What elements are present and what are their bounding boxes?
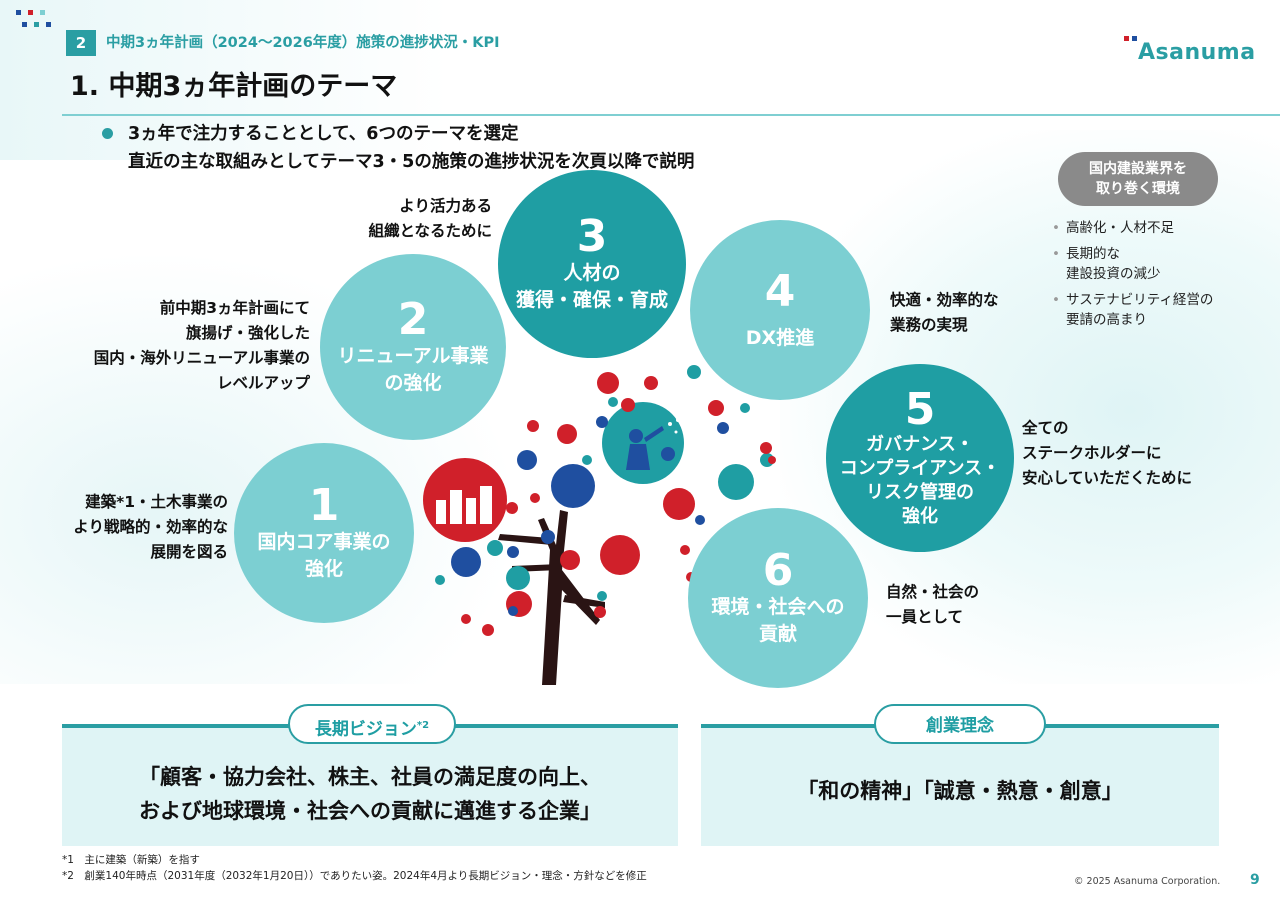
note-line: 全ての <box>1022 419 1069 437</box>
theme-number: 5 <box>904 384 936 435</box>
environment-badge-line-1: 国内建設業界を <box>1089 161 1187 177</box>
intro-line-1: 3ヵ年で注力することとして、6つのテーマを選定 <box>128 124 519 144</box>
theme-label: DX推進 <box>745 326 815 349</box>
theme-circle-3: 3 人材の 獲得・確保・育成 <box>498 170 686 358</box>
environment-item: • 高齢化・人材不足 <box>1052 218 1174 238</box>
environment-item-text: サステナビリティ経営の <box>1065 292 1214 308</box>
note-line: 快適・効率的な <box>890 291 999 309</box>
theme-3-note: より活力ある 組織となるために <box>368 194 492 244</box>
child-icon <box>602 402 684 484</box>
theme-number: 1 <box>308 480 340 531</box>
note-line: 展開を図る <box>150 543 228 561</box>
theme-number: 3 <box>576 211 608 262</box>
philosophy-text: 「和の精神」「誠意・熱意・創意」 <box>797 779 1123 803</box>
theme-circle-6: 6 環境・社会への 貢献 <box>688 508 868 688</box>
logo-mark-icon <box>1124 36 1137 41</box>
bullet-icon <box>102 128 113 139</box>
note-line: 国内・海外リニューアル事業の <box>93 349 310 367</box>
theme-number: 2 <box>397 294 429 345</box>
vision-panel <box>62 728 678 846</box>
bullet-icon: • <box>1052 246 1060 262</box>
note-line: 業務の実現 <box>890 316 968 334</box>
note-line: 旗揚げ・強化した <box>185 324 310 342</box>
section-title: 中期3ヵ年計画（2024～2026年度）施策の進捗状況・KPI <box>106 35 500 51</box>
theme-label: ガバナンス・ <box>866 434 974 455</box>
theme-label: コンプライアンス・ <box>839 458 1001 479</box>
theme-label: 強化 <box>902 506 938 527</box>
theme-5-note: 全ての ステークホルダーに 安心していただくために <box>1022 416 1192 491</box>
page-title: 1. 中期3ヵ年計画のテーマ <box>70 71 398 102</box>
note-line: 組織となるために <box>368 222 492 240</box>
theme-circle-5: 5 ガバナンス・ コンプライアンス・ リスク管理の 強化 <box>826 364 1014 552</box>
environment-item: • 長期的な 建設投資の減少 <box>1052 244 1161 284</box>
environment-badge-line-2: 取り巻く環境 <box>1096 181 1180 197</box>
environment-item: • サステナビリティ経営の 要請の高まり <box>1052 290 1213 330</box>
theme-label: リニューアル事業 <box>337 345 489 367</box>
theme-label: 人材の <box>563 262 621 284</box>
note-line: ステークホルダーに <box>1022 444 1162 462</box>
theme-label: 環境・社会への <box>711 596 845 618</box>
environment-item-text: 長期的な <box>1065 246 1120 262</box>
title-divider <box>62 114 1280 116</box>
corner-dots-icon <box>16 10 51 27</box>
note-line: 安心していただくために <box>1022 469 1193 487</box>
note-line: 前中期3ヵ年計画にて <box>159 299 310 317</box>
intro-line-2: 直近の主な取組みとしてテーマ3・5の施策の進捗状況を次頁以降で説明 <box>128 152 695 172</box>
philosophy-label-pill: 創業理念 <box>874 704 1046 744</box>
theme-label: 国内コア事業の <box>257 531 391 553</box>
theme-number: 6 <box>762 545 794 596</box>
vision-label-pill: 長期ビジョン*2 <box>288 704 456 744</box>
environment-badge: 国内建設業界を 取り巻く環境 <box>1058 152 1218 206</box>
environment-item-text: 要請の高まり <box>1066 312 1147 328</box>
theme-label: の強化 <box>384 372 442 394</box>
note-line: 建築*1・土木事業の <box>85 493 228 511</box>
philosophy-label: 創業理念 <box>926 716 994 736</box>
theme-4-note: 快適・効率的な 業務の実現 <box>890 288 999 338</box>
note-line: レベルアップ <box>216 374 310 392</box>
section-number-badge: 2 <box>66 30 96 56</box>
note-line: より戦略的・効率的な <box>73 518 228 536</box>
theme-number: 4 <box>764 265 796 317</box>
environment-item-text: 高齢化・人材不足 <box>1065 220 1174 236</box>
theme-label: 獲得・確保・育成 <box>515 289 668 311</box>
theme-circle-4: 4 DX推進 <box>690 220 870 400</box>
bullet-icon: • <box>1052 292 1060 308</box>
environment-item-text: 建設投資の減少 <box>1066 266 1161 282</box>
theme-label: 貢献 <box>758 623 797 645</box>
vision-line-2: および地球環境・社会への貢献に邁進する企業」 <box>139 799 601 823</box>
theme-1-note: 建築*1・土木事業の より戦略的・効率的な 展開を図る <box>73 490 228 565</box>
theme-circle-1: 1 国内コア事業の 強化 <box>234 443 414 623</box>
theme-label: リスク管理の <box>866 482 974 503</box>
city-icon <box>423 458 507 542</box>
vision-label: 長期ビジョン <box>314 719 417 740</box>
footnote-2: *2 創業140年時点（2031年度（2032年1月20日））でありたい姿。20… <box>62 870 647 882</box>
footnote-1: *1 主に建築（新築）を指す <box>62 854 200 866</box>
bullet-icon: • <box>1052 220 1060 236</box>
vision-line-1: 「顧客・協力会社、株主、社員の満足度の向上、 <box>139 765 601 789</box>
note-line: 自然・社会の <box>886 583 980 601</box>
copyright: © 2025 Asanuma Corporation. <box>1074 876 1221 887</box>
theme-label: 強化 <box>304 558 343 580</box>
philosophy-panel <box>701 728 1219 846</box>
vision-label-footnote: *2 <box>416 720 430 731</box>
tree-illustration <box>423 365 776 685</box>
note-line: 一員として <box>886 608 964 626</box>
page-number: 9 <box>1250 872 1260 888</box>
theme-6-note: 自然・社会の 一員として <box>886 580 979 630</box>
vision-text: 「顧客・協力会社、株主、社員の満足度の向上、 および地球環境・社会への貢献に邁進… <box>62 760 678 828</box>
theme-2-note: 前中期3ヵ年計画にて 旗揚げ・強化した 国内・海外リニューアル事業の レベルアッ… <box>94 296 310 396</box>
company-logo: Asanuma <box>1138 40 1256 65</box>
theme-circle-2: 2 リニューアル事業 の強化 <box>320 254 506 440</box>
note-line: より活力ある <box>399 197 492 215</box>
